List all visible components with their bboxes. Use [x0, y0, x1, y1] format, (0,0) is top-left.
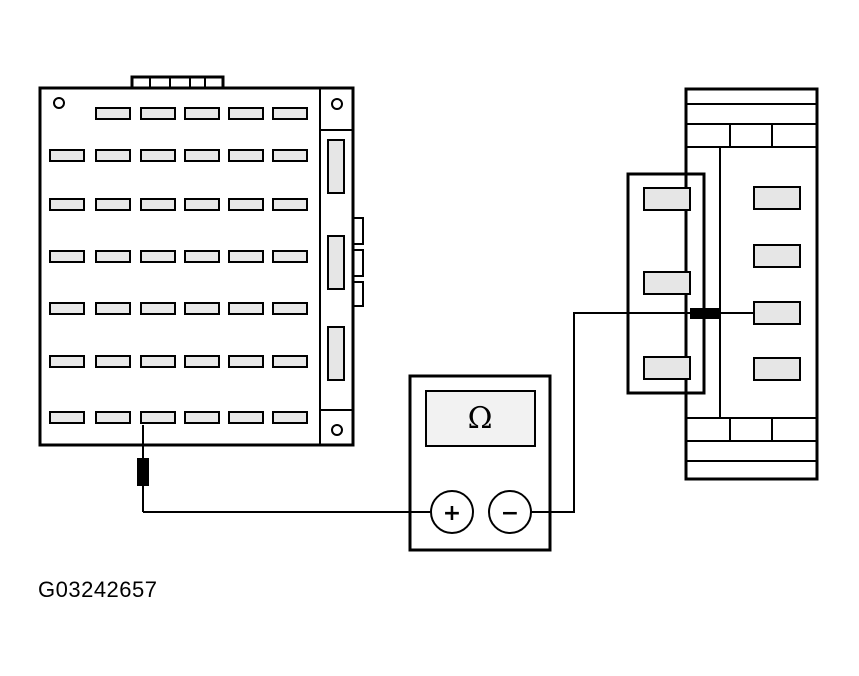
fuse-slot: [228, 250, 264, 263]
relay-slot: [327, 326, 345, 381]
fuse-slot: [49, 149, 85, 162]
mount-hole-icon: [331, 424, 343, 436]
ohmmeter-body: [408, 374, 552, 552]
fuse-slot: [140, 149, 176, 162]
plug-pin: [643, 356, 691, 380]
fuse-slot: [228, 107, 264, 120]
connector-pin: [753, 186, 801, 210]
fuse-slot: [95, 302, 131, 315]
connector-pin: [753, 301, 801, 325]
connector-assembly: [626, 87, 819, 481]
negative-terminal-label: −: [501, 501, 519, 526]
ohm-symbol-icon: Ω: [468, 401, 493, 436]
fuse-slot: [184, 149, 220, 162]
fuse-slot: [272, 149, 308, 162]
figure-id-label: G03242657: [38, 577, 158, 602]
fuse-slot: [140, 250, 176, 263]
fuse-slot: [49, 411, 85, 424]
plug-pin: [643, 187, 691, 211]
fuse-slot: [272, 355, 308, 368]
junction-box: [38, 75, 364, 447]
test-probe-left: [137, 425, 430, 513]
relay-slot: [327, 235, 345, 290]
fuse-slot: [272, 107, 308, 120]
connector-pin: [753, 357, 801, 381]
fuse-slot: [184, 250, 220, 263]
fuse-slot: [184, 411, 220, 424]
fuse-slot: [228, 411, 264, 424]
fuse-slot: [228, 302, 264, 315]
fuse-slot: [49, 355, 85, 368]
fuse-grid: [49, 107, 308, 424]
mount-hole-icon: [331, 98, 343, 110]
fuse-slot: [95, 107, 131, 120]
fuse-slot: [184, 198, 220, 211]
junction-box-body: [38, 86, 355, 447]
fuse-slot: [140, 107, 176, 120]
fuse-slot: [272, 250, 308, 263]
fuse-slot: [140, 411, 176, 424]
positive-terminal-label: +: [443, 501, 461, 526]
fuse-slot: [184, 302, 220, 315]
fuse-slot: [49, 250, 85, 263]
test-lead-negative: [531, 312, 690, 513]
positive-terminal: [430, 490, 474, 534]
fuse-slot: [140, 355, 176, 368]
fuse-slot: [95, 149, 131, 162]
fuse-slot: [228, 149, 264, 162]
connector-plug: [626, 172, 706, 395]
fuse-slot: [95, 198, 131, 211]
fuse-slot: [228, 198, 264, 211]
fuse-slot: [272, 411, 308, 424]
ohmmeter: Ω + −: [408, 374, 552, 552]
fuse-slot: [184, 355, 220, 368]
fuse-slot: [95, 411, 131, 424]
fuse-slot: [49, 198, 85, 211]
fuse-slot: [140, 198, 176, 211]
fuse-slot: [95, 250, 131, 263]
ohmmeter-display: [425, 390, 536, 447]
fuse-slot: [49, 302, 85, 315]
fuse-slot: [184, 107, 220, 120]
fuse-slot: [272, 198, 308, 211]
plug-pin: [643, 271, 691, 295]
connector-pin: [753, 244, 801, 268]
fuse-slot: [272, 302, 308, 315]
fuse-slot: [95, 355, 131, 368]
fuse-slot: [228, 355, 264, 368]
mount-hole-icon: [53, 97, 65, 109]
relay-slot: [327, 139, 345, 194]
fuse-slot: [140, 302, 176, 315]
